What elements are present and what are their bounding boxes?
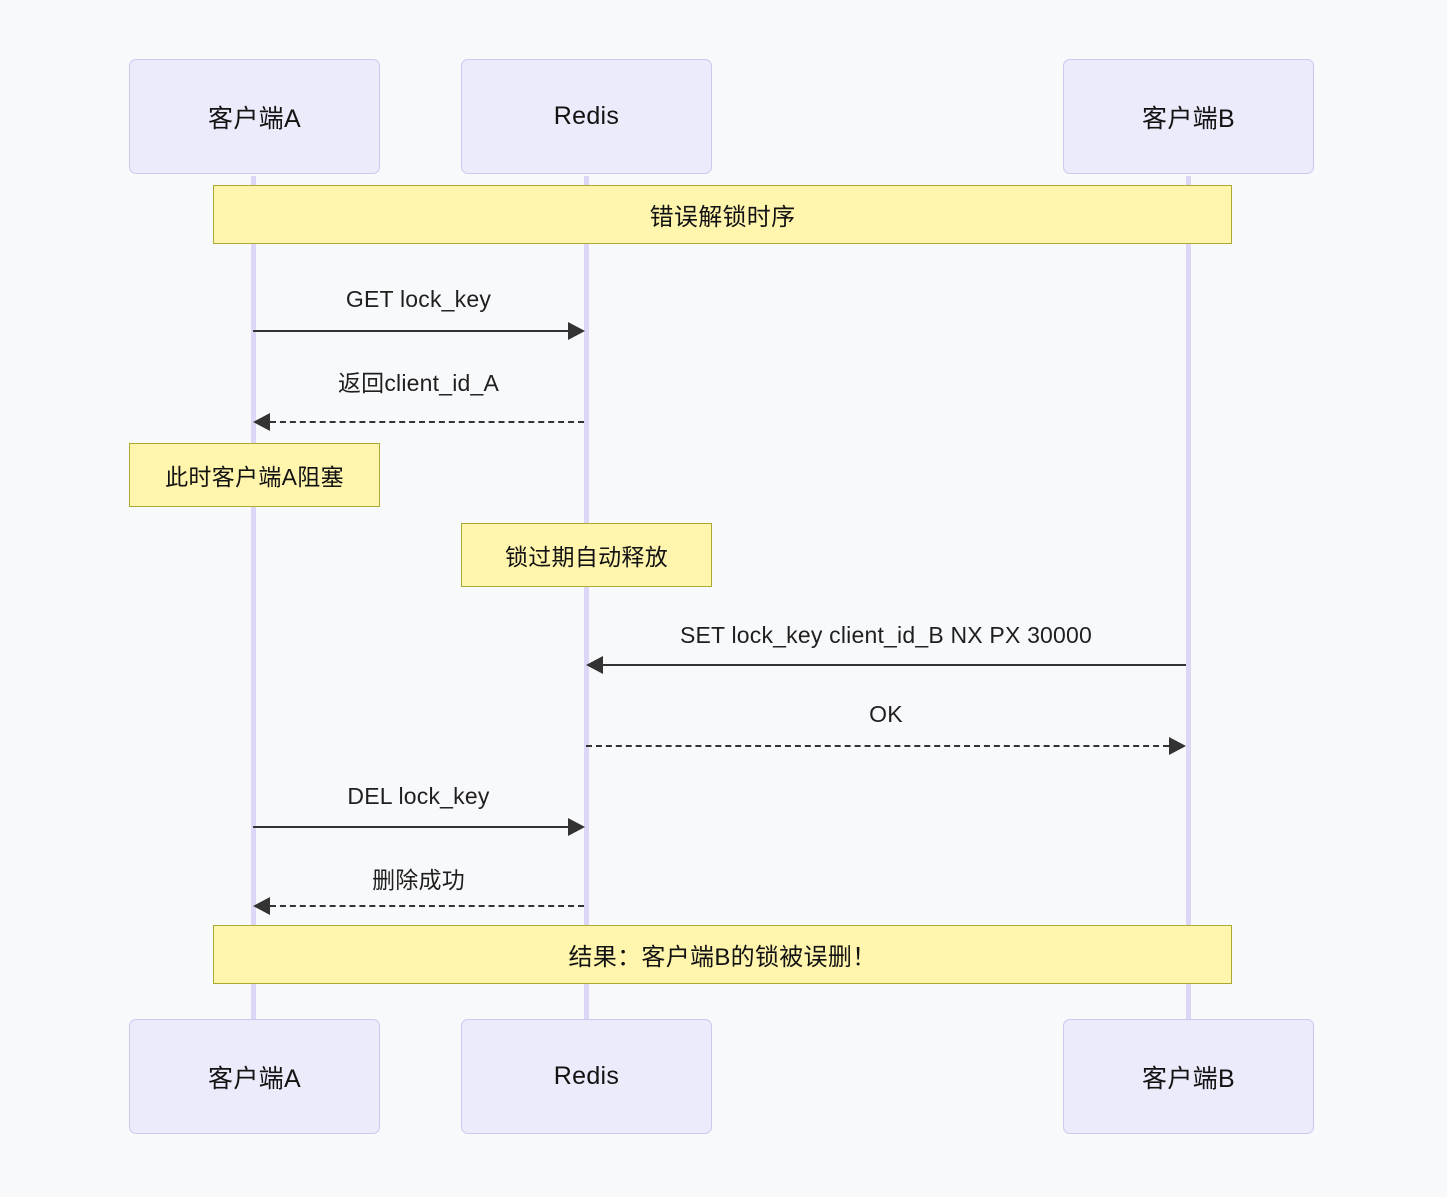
actor-label-client-b-top: 客户端B: [1142, 104, 1235, 133]
arrow-head-left-icon: [253, 413, 270, 431]
note-client-a-blocked-label: 此时客户端A阻塞: [165, 464, 344, 490]
actor-box-client-a-bottom[interactable]: 客户端A: [129, 1019, 380, 1134]
note-title-banner-label: 错误解锁时序: [649, 204, 796, 231]
note-client-a-blocked: 此时客户端A阻塞: [129, 443, 380, 507]
message-line-set-lock-key: [603, 664, 1186, 666]
message-line-return-client-id-a: [270, 421, 584, 423]
arrow-head-right-icon: [1169, 737, 1186, 755]
arrow-head-left-icon: [586, 656, 603, 674]
arrow-head-right-icon: [568, 322, 585, 340]
actor-label-redis-top: Redis: [553, 102, 620, 130]
note-result-banner: 结果：客户端B的锁被误删！: [213, 925, 1232, 984]
message-line-get-lock-key: [253, 330, 568, 332]
actor-box-redis-bottom[interactable]: Redis: [461, 1019, 712, 1134]
arrow-head-left-icon: [253, 897, 270, 915]
arrow-head-right-icon: [568, 818, 585, 836]
note-result-banner-label: 结果：客户端B的锁被误删！: [568, 944, 877, 971]
note-lock-expired: 锁过期自动释放: [461, 523, 712, 587]
actor-label-client-b-bottom: 客户端B: [1142, 1064, 1235, 1093]
message-label-return-client-id-a: 返回client_id_A: [337, 370, 500, 396]
actor-label-redis-bottom: Redis: [553, 1062, 620, 1090]
actor-box-client-a-top[interactable]: 客户端A: [129, 59, 380, 174]
message-label-ok: OK: [869, 701, 903, 727]
lifeline-client-b: [1186, 176, 1191, 1019]
message-line-del-lock-key: [253, 826, 568, 828]
message-label-set-lock-key: SET lock_key client_id_B NX PX 30000: [679, 622, 1093, 648]
message-label-delete-success: 删除成功: [372, 867, 465, 893]
actor-label-client-a-bottom: 客户端A: [208, 1064, 301, 1093]
note-lock-expired-label: 锁过期自动释放: [504, 544, 669, 570]
actor-box-client-b-bottom[interactable]: 客户端B: [1063, 1019, 1314, 1134]
note-title-banner: 错误解锁时序: [213, 185, 1232, 244]
lifeline-redis: [584, 176, 589, 1019]
lifeline-client-a: [251, 176, 256, 1019]
actor-box-client-b-top[interactable]: 客户端B: [1063, 59, 1314, 174]
message-line-ok: [586, 745, 1169, 747]
message-label-del-lock-key: DEL lock_key: [347, 783, 490, 809]
actor-box-redis-top[interactable]: Redis: [461, 59, 712, 174]
message-line-delete-success: [270, 905, 584, 907]
actor-label-client-a-top: 客户端A: [208, 104, 301, 133]
message-label-get-lock-key: GET lock_key: [345, 286, 492, 312]
